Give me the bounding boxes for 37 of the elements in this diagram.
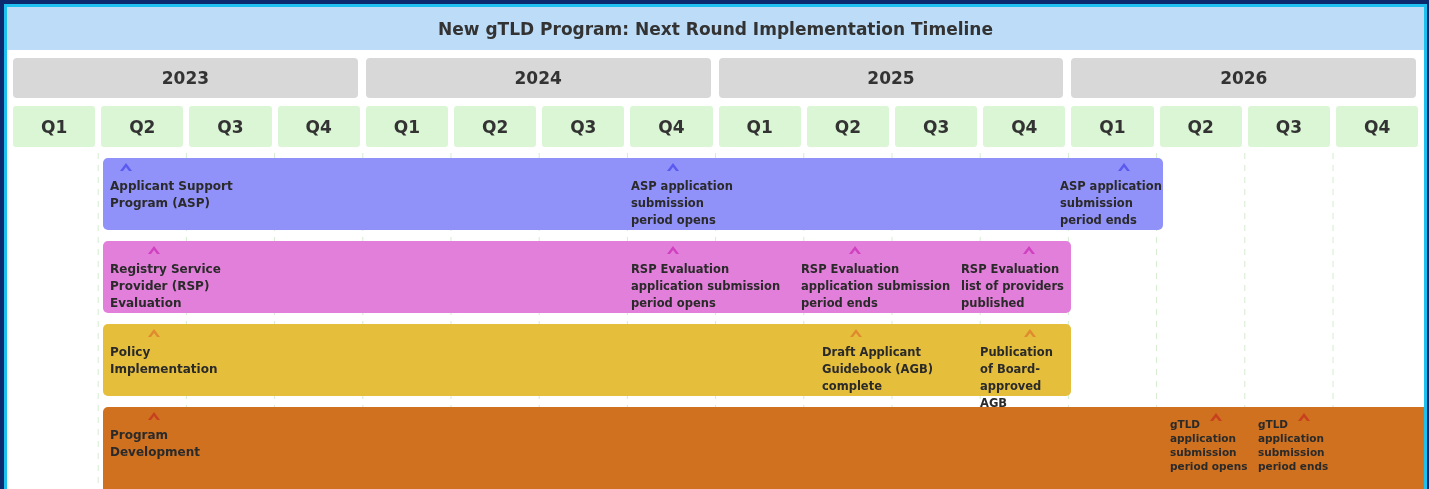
quarter-header: Q3 <box>189 106 272 147</box>
quarter-header: Q3 <box>1247 106 1330 147</box>
quarter-header: Q2 <box>454 106 537 147</box>
quarter-header: Q3 <box>895 106 978 147</box>
year-header: 2023 <box>13 58 358 98</box>
quarter-header: Q1 <box>13 106 96 147</box>
year-header: 2026 <box>1071 58 1417 98</box>
milestone-label: RSP Evaluation application submission period ends <box>801 261 951 312</box>
milestone-label: ASP application submission period opens <box>631 178 734 229</box>
milestone-label: ASP application submission period ends <box>1060 178 1163 229</box>
quarter-header: Q1 <box>365 106 448 147</box>
milestone-label: Draft Applicant Guidebook (AGB) complete <box>822 344 934 395</box>
bar-label: Applicant Support Program (ASP) <box>110 178 234 212</box>
bar-label: Registry Service Provider (RSP) Evaluation <box>110 261 222 312</box>
quarter-header: Q4 <box>630 106 713 147</box>
quarter-header: Q4 <box>1336 106 1419 147</box>
quarter-header: Q1 <box>1071 106 1154 147</box>
bar-label: Policy Implementation <box>110 344 219 378</box>
timeline-bar <box>103 241 1071 313</box>
quarter-header: Q2 <box>1159 106 1242 147</box>
quarter-header: Q4 <box>983 106 1066 147</box>
timeline-bar <box>103 158 1163 230</box>
milestone-label: RSP Evaluation list of providers published <box>961 261 1065 312</box>
milestone-label: gTLD application submission period opens <box>1170 417 1249 473</box>
year-header: 2024 <box>365 58 711 98</box>
quarter-header: Q4 <box>277 106 360 147</box>
quarter-header: Q2 <box>806 106 889 147</box>
quarter-header: Q3 <box>542 106 625 147</box>
milestone-label: RSP Evaluation application submission period opens <box>631 261 781 312</box>
quarter-header: Q1 <box>718 106 801 147</box>
milestone-label: Publication of Board-approved AGB <box>980 344 1054 412</box>
title-banner: New gTLD Program: Next Round Implementation Timeline <box>7 7 1424 50</box>
quarter-header: Q2 <box>101 106 184 147</box>
year-header: 2025 <box>718 58 1064 98</box>
timeline-bar <box>103 407 1424 489</box>
bar-label: Program Development <box>110 427 201 461</box>
milestone-label: gTLD application submission period ends <box>1258 417 1330 473</box>
